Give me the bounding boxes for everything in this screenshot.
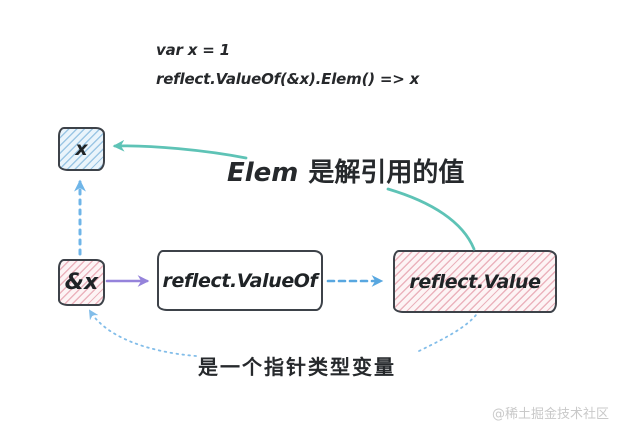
elem-annotation: Elem 是解引用的值 [227,152,464,189]
node-reflect-value: reflect.Value [393,250,557,313]
code-line-var-x: var x = 1 [156,41,230,59]
node-addr-x: &x [58,259,105,306]
note-to-addr-dotted-arrow [88,309,197,357]
pointer-type-note: 是一个指针类型变量 [198,355,396,379]
node-reflect-value-label: reflect.Value [409,270,541,293]
elem-annotation-en: Elem [227,158,299,188]
node-reflect-valueof-label: reflect.ValueOf [162,269,318,292]
code-line-reflect-elem: reflect.ValueOf(&x).Elem() => x [156,70,420,88]
node-x: x [58,127,105,171]
note-to-value-dotted-line [418,314,477,352]
elem-deref-curve-tail [386,187,476,251]
node-reflect-valueof: reflect.ValueOf [157,250,323,311]
node-addr-x-label: &x [64,270,99,295]
watermark: @稀土掘金技术社区 [492,407,610,422]
elem-annotation-zh: 是解引用的值 [308,158,465,188]
node-x-label: x [75,138,88,160]
